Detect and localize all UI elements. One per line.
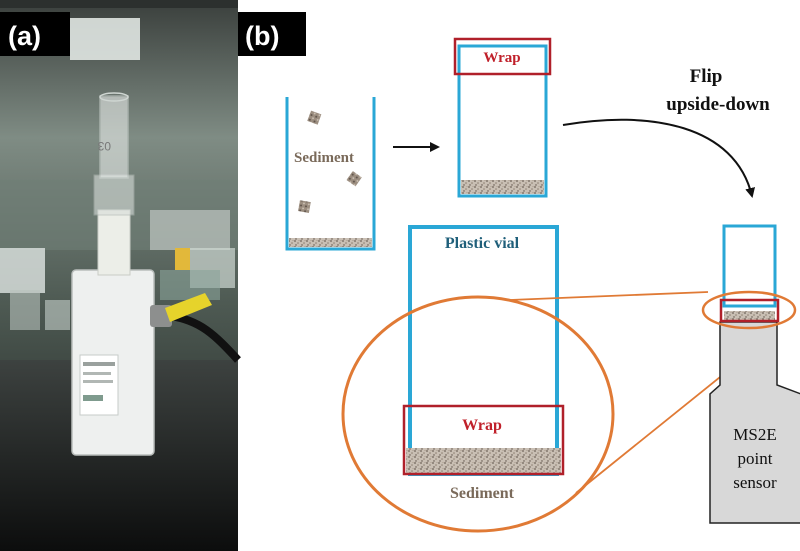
sediment-layer — [461, 180, 544, 194]
sensor-label-line1: MS2E — [733, 425, 776, 444]
vial-cap — [93, 174, 135, 216]
background-beaker — [0, 248, 45, 293]
sensor-zoom-ellipse — [701, 290, 797, 330]
sediment-particle — [298, 200, 311, 213]
vial-tube — [99, 95, 129, 179]
flipped-wrap-box — [719, 298, 780, 323]
yellow-tape — [175, 248, 190, 270]
panel-a-photo: 03 (a) — [0, 0, 241, 551]
settled-sediment — [289, 238, 372, 247]
sediment-particle — [346, 171, 362, 187]
zoom-wrap-label: Wrap — [462, 417, 502, 434]
flipped-vial-outline — [722, 224, 777, 308]
sensor-label-line2: point — [738, 449, 773, 468]
flip-label-line2: upside-down — [666, 94, 770, 115]
flip-label-line1: Flip — [690, 66, 723, 87]
vial-outline — [457, 44, 548, 198]
plastic-vial-label: Plastic vial — [445, 235, 520, 252]
panel-a-label-bg — [0, 12, 70, 56]
panel-b-label-bg — [238, 12, 306, 56]
zoom-vial-outline — [408, 225, 559, 476]
vial-lower — [97, 209, 131, 276]
panel-b-label: (b) — [245, 21, 279, 51]
plastic-vial-zoom: Plastic vial Wrap Sediment — [341, 225, 615, 533]
zoom-connector-line — [509, 291, 709, 301]
flipped-sediment-layer — [724, 311, 775, 320]
ceiling-light — [70, 18, 140, 60]
panel-b-diagram: (b) Sediment Wrap Flip upside-down Plast… — [238, 12, 800, 533]
wrap-box — [453, 37, 552, 76]
yellow-cable-tag — [165, 293, 212, 322]
panel-a-label: (a) — [8, 21, 41, 51]
vial-marking: 03 — [97, 139, 111, 153]
zoom-wrap-box — [402, 404, 565, 476]
vial-open-outline — [285, 97, 376, 251]
zoom-ellipse — [341, 295, 615, 533]
sensor-label-line3: sensor — [733, 473, 777, 492]
vial-on-sensor: MS2E point sensor — [701, 224, 800, 524]
wrap-label: Wrap — [483, 50, 520, 66]
curved-arrow-icon — [562, 118, 755, 198]
vial-wrapped-step: Wrap — [453, 37, 552, 198]
vial-filling-step: Sediment — [285, 97, 376, 251]
zoom-sediment-label: Sediment — [450, 485, 515, 502]
sensor-body — [709, 321, 800, 524]
zoom-sediment-layer — [406, 448, 561, 473]
sediment-label: Sediment — [294, 150, 354, 166]
sediment-particle — [307, 110, 322, 125]
